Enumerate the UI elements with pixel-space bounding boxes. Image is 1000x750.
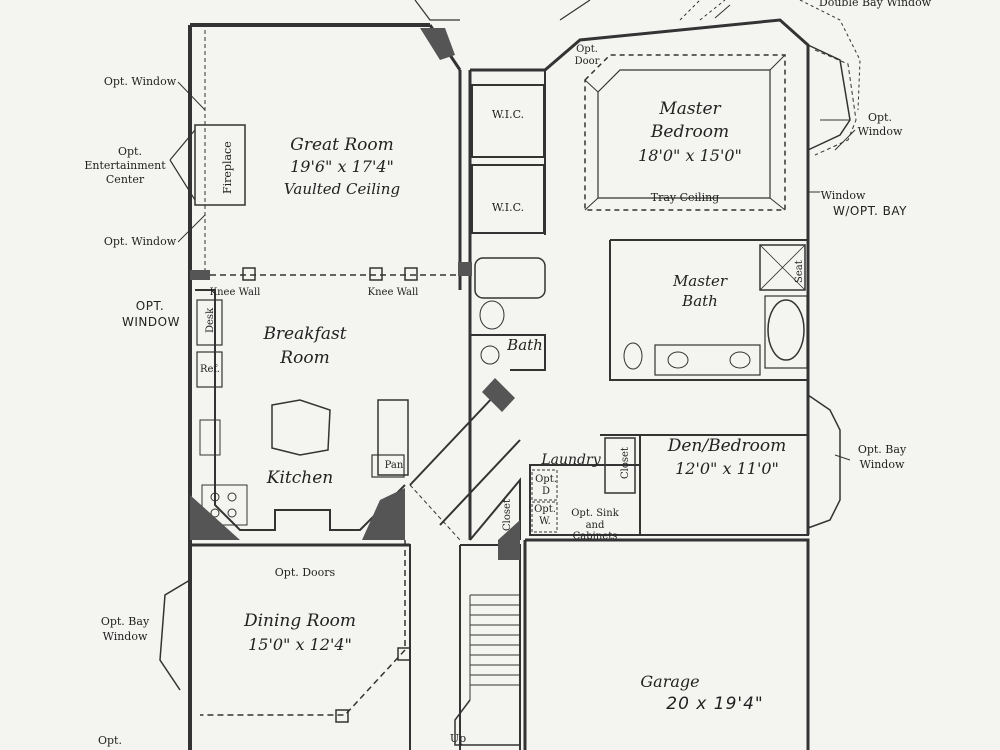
- opt-sink-cabinets-label: Opt. Sink and Cabinets: [571, 508, 619, 542]
- den-bedroom-name: Den/Bedroom: [667, 436, 787, 456]
- opt-window-right-2: Window: [857, 125, 903, 138]
- tray-ceiling: [584, 54, 786, 211]
- opt-door-master-label: Opt. Door: [574, 44, 600, 67]
- opt-window-right-1: Opt.: [868, 111, 892, 124]
- wic-1-label: W.I.C.: [491, 108, 525, 121]
- dining-room-name: Dining Room: [243, 611, 357, 631]
- master-bedroom-name-1: Master: [659, 99, 721, 119]
- breakfast-room-name-1: Breakfast: [263, 324, 347, 344]
- opt-bay-window-right-1: Opt. Bay: [857, 443, 907, 456]
- opt-entertainment-center-3: Center: [105, 173, 145, 186]
- master-bath-name-2: Bath: [682, 292, 718, 310]
- tray-ceiling-label: Tray Ceiling: [650, 191, 720, 204]
- handwritten-opt-window-2: WINDOW: [122, 315, 180, 329]
- opt-washer-label: Opt. W.: [534, 504, 556, 527]
- great-room-name: Great Room: [290, 135, 394, 155]
- stair-walls: [459, 544, 521, 750]
- great-room-ceiling-note: Vaulted Ceiling: [283, 180, 401, 198]
- opt-entertainment-center-2: Entertainment: [84, 159, 166, 172]
- master-bath-name-1: Master: [672, 272, 728, 290]
- kitchen-name: Kitchen: [266, 468, 334, 488]
- fireplace-label: Fireplace: [221, 141, 234, 194]
- handwritten-opt-bay: W/OPT. BAY: [833, 204, 907, 218]
- wic-2-label: W.I.C.: [491, 201, 525, 214]
- opt-bay-window-left-2: Window: [102, 630, 148, 643]
- knee-wall-left-label: Knee Wall: [209, 287, 261, 298]
- ref-label: Ref.: [200, 364, 220, 375]
- den-closet-label: Closet: [620, 447, 631, 479]
- great-room-dimensions: 19'6" x 17'4": [290, 157, 394, 176]
- opt-window-top-left-callout: Opt. Window: [103, 75, 177, 88]
- laundry-name: Laundry: [541, 452, 601, 468]
- master-wing-top: [470, 18, 810, 380]
- opt-dryer-label: Opt. D: [535, 474, 557, 497]
- master-bath-walls: [609, 239, 808, 381]
- breakfast-room-name-2: Room: [280, 348, 330, 368]
- desk-label: Desk: [205, 307, 216, 333]
- garage-walls: [523, 538, 810, 750]
- seat-label: Seat: [794, 260, 805, 284]
- bath-name: Bath: [507, 336, 543, 354]
- fireplace-box: [194, 124, 246, 206]
- den-bedroom-dimensions: 12'0" x 11'0": [675, 459, 779, 478]
- opt-window-mid-left-callout: Opt. Window: [103, 235, 177, 248]
- wic-1: [471, 84, 545, 158]
- opt-doors-label: Opt. Doors: [274, 566, 336, 579]
- opt-bay-window-left-1: Opt. Bay: [100, 615, 150, 628]
- opt-entertainment-center-1: Opt.: [118, 145, 142, 158]
- opt-bay-window-right-2: Window: [859, 458, 905, 471]
- knee-wall-right-label: Knee Wall: [367, 287, 419, 298]
- hall-closet-label: Closet: [502, 499, 513, 531]
- double-bay-window-callout: Double Bay Window: [818, 0, 932, 9]
- handwritten-opt-window-1: OPT.: [135, 299, 165, 313]
- opt-bottom-left-callout: Opt.: [98, 734, 122, 747]
- window-right-callout: Window: [820, 189, 866, 202]
- stairs-up-label: Up: [449, 732, 467, 745]
- pantry-label: Pan: [384, 460, 404, 471]
- laundry-box: [529, 464, 641, 536]
- wic-2: [471, 164, 545, 234]
- dining-room-dimensions: 15'0" x 12'4": [248, 635, 352, 654]
- island: [271, 399, 331, 456]
- master-bedroom-name-2: Bedroom: [650, 122, 730, 142]
- master-bedroom-dimensions: 18'0" x 15'0": [638, 146, 742, 165]
- garage-name: Garage: [640, 672, 700, 691]
- garage-dimensions-handwritten: 20 x 19'4": [666, 694, 764, 714]
